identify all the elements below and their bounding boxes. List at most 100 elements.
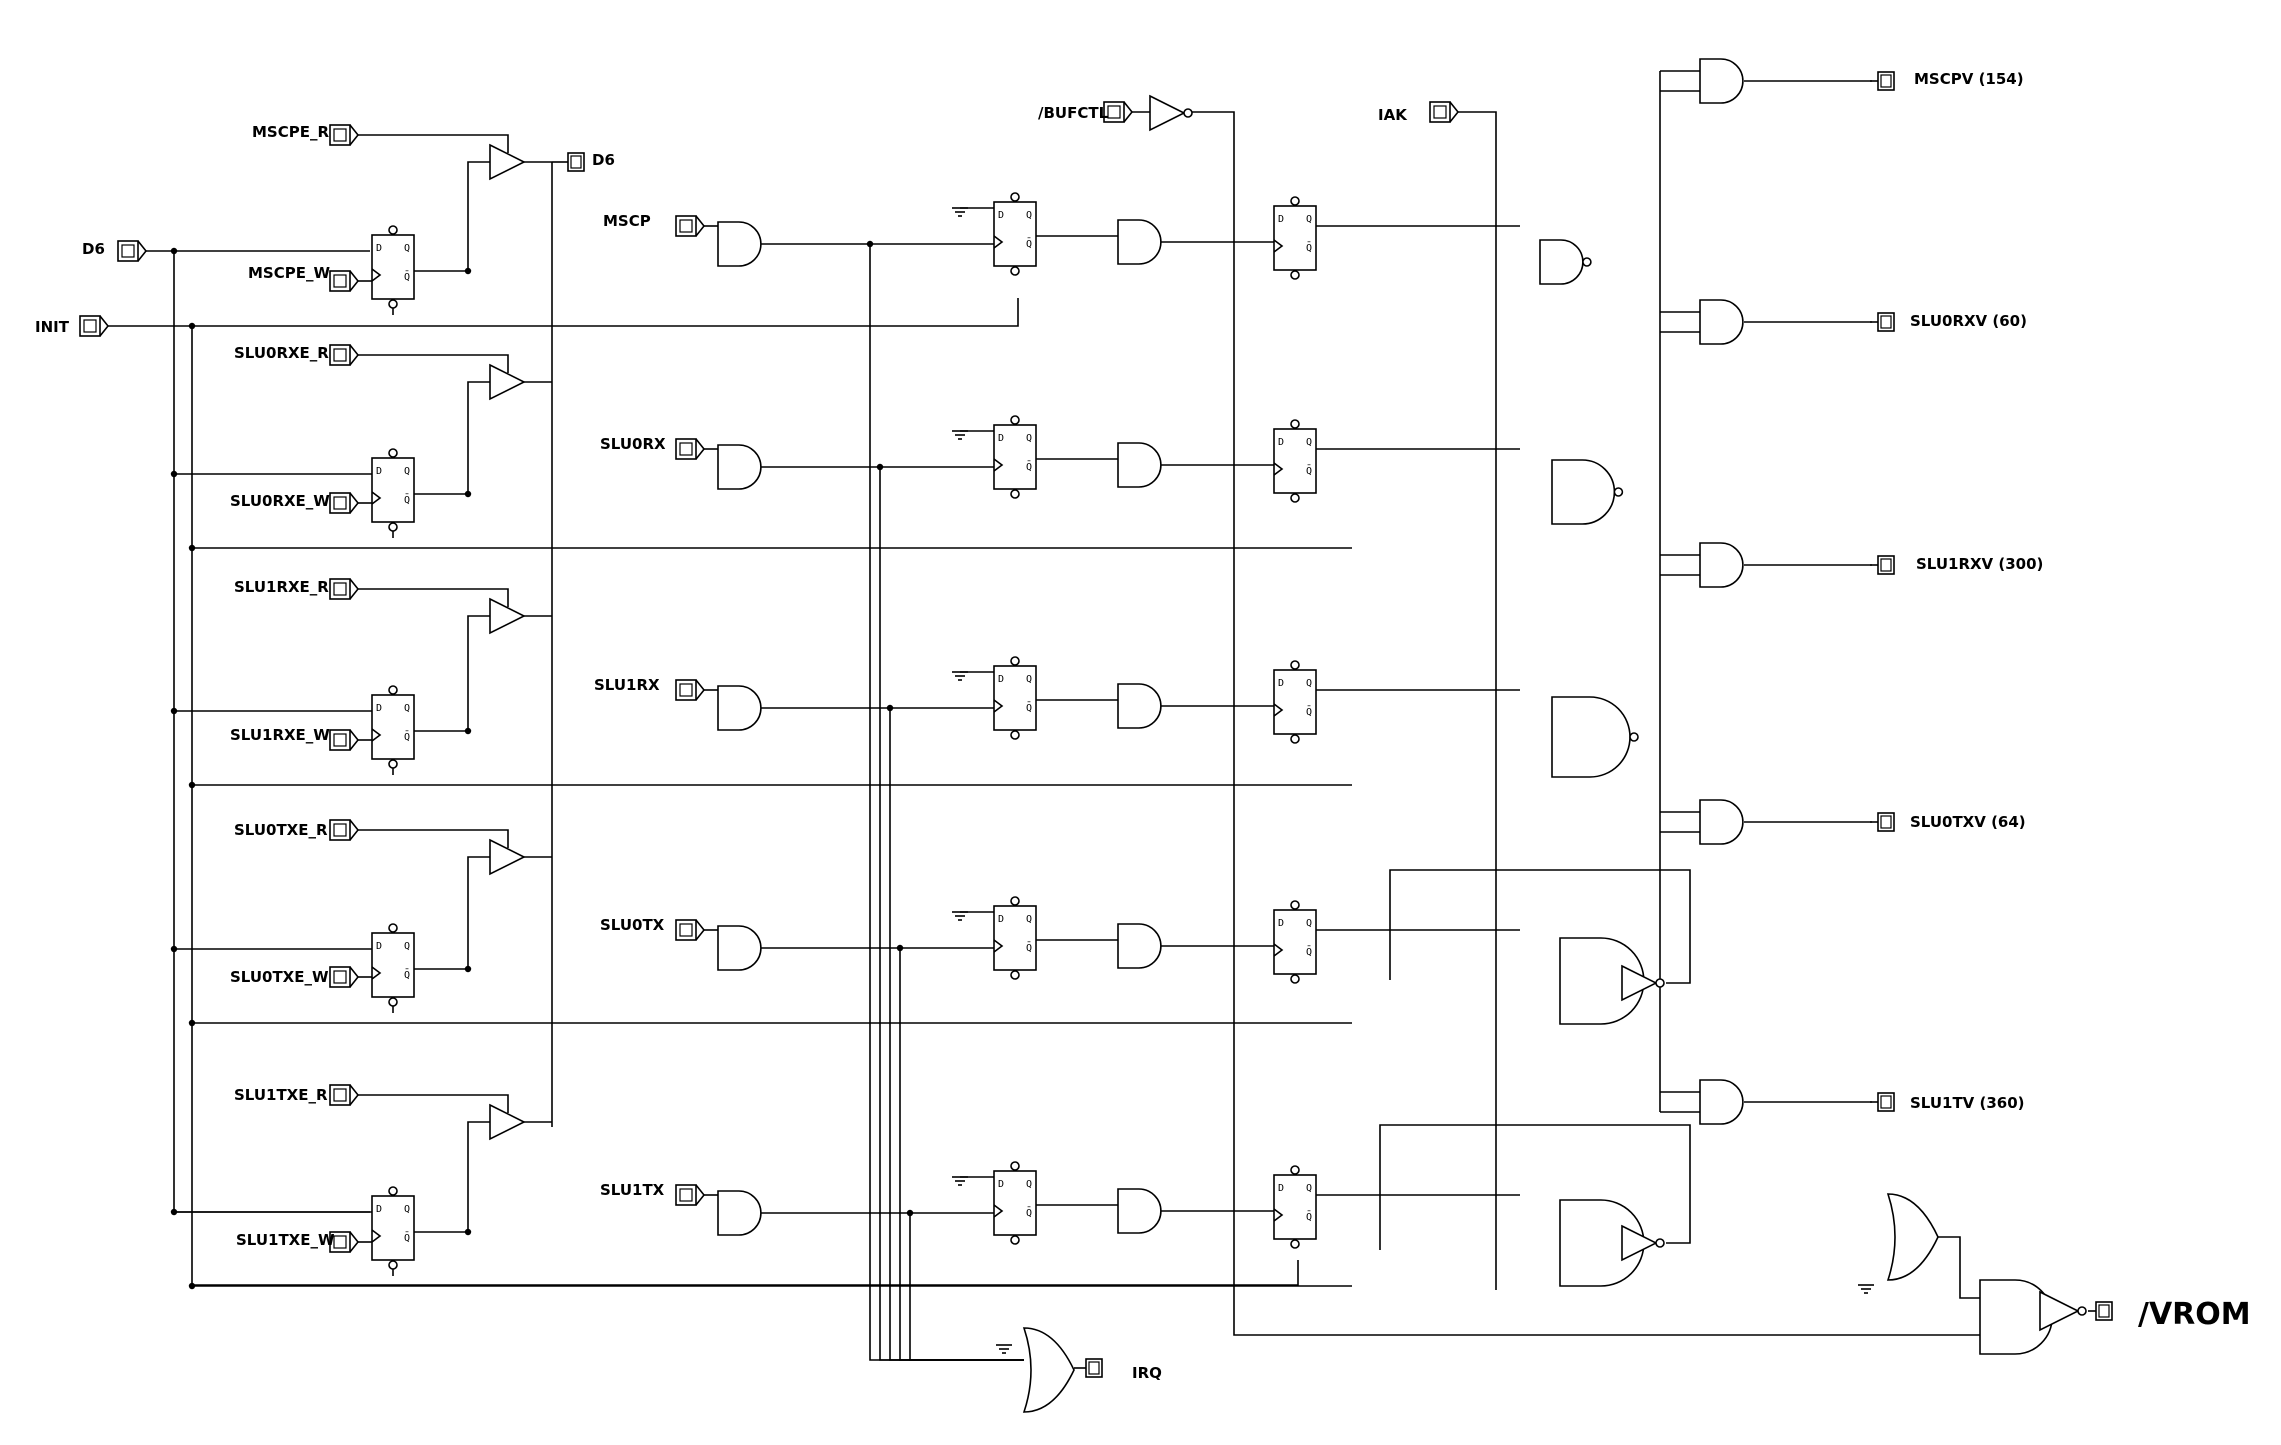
label-row-write: MSCPE_W bbox=[248, 264, 330, 282]
svg-text:D: D bbox=[1278, 1183, 1284, 1194]
port-read-enable bbox=[329, 819, 360, 841]
port-write-enable bbox=[329, 492, 360, 514]
priority-inverter bbox=[1621, 964, 1665, 1002]
svg-text:Q̄: Q̄ bbox=[1306, 241, 1312, 254]
port-read-enable bbox=[329, 124, 360, 146]
svg-text:D: D bbox=[998, 674, 1004, 685]
vector-and-gate bbox=[1699, 799, 1744, 845]
svg-text:Q̄: Q̄ bbox=[1026, 701, 1032, 714]
request-and-gate bbox=[717, 685, 762, 731]
svg-text:Q̄: Q̄ bbox=[1306, 945, 1312, 958]
junction-dot bbox=[170, 470, 178, 478]
vector-and-gate bbox=[1699, 1079, 1744, 1125]
readback-buffer bbox=[489, 363, 526, 401]
wire bbox=[358, 829, 509, 848]
priority-nand-gate bbox=[1551, 459, 1624, 525]
wire bbox=[358, 1094, 509, 1113]
port-vector-output bbox=[1870, 312, 1895, 332]
wire bbox=[414, 161, 490, 272]
junction-dot bbox=[170, 945, 178, 953]
request-and-gate bbox=[717, 444, 762, 490]
junction-dot bbox=[896, 944, 904, 952]
svg-text:Q̄: Q̄ bbox=[404, 270, 410, 283]
sync-flipflop: D Q Q̄ bbox=[1273, 900, 1317, 984]
wire bbox=[1379, 1124, 1691, 1250]
label-iak: IAK bbox=[1378, 106, 1408, 124]
label-row-write: SLU0RXE_W bbox=[230, 492, 330, 510]
svg-text:D: D bbox=[1278, 918, 1284, 929]
label-vrom: /VROM bbox=[2138, 1297, 2251, 1332]
junction-dot bbox=[886, 704, 894, 712]
label-row-output: SLU0TXV (64) bbox=[1910, 813, 2026, 831]
svg-text:D: D bbox=[998, 210, 1004, 221]
label-row-output: SLU0RXV (60) bbox=[1910, 312, 2027, 330]
port-vector-output bbox=[1870, 812, 1895, 832]
ground-symbol bbox=[952, 430, 968, 440]
port-request-source bbox=[675, 679, 706, 701]
wire bbox=[1389, 869, 1691, 984]
svg-text:Q: Q bbox=[1306, 918, 1312, 929]
sync-and-gate bbox=[1117, 683, 1162, 729]
bufctl-inverter bbox=[1149, 94, 1193, 132]
svg-text:Q̄: Q̄ bbox=[1026, 1206, 1032, 1219]
label-row-output: SLU1RXV (300) bbox=[1916, 555, 2043, 573]
label-row-write: SLU1RXE_W bbox=[230, 726, 330, 744]
junction-dot bbox=[188, 781, 196, 789]
readback-buffer bbox=[489, 597, 526, 635]
junction-dot bbox=[866, 240, 874, 248]
junction-dot bbox=[464, 1228, 472, 1236]
vector-and-gate bbox=[1699, 58, 1744, 104]
svg-text:Q̄: Q̄ bbox=[404, 493, 410, 506]
port-d6-out bbox=[560, 152, 585, 172]
wire bbox=[1192, 111, 1980, 1336]
port-write-enable bbox=[329, 1231, 360, 1253]
ground-symbol bbox=[952, 207, 968, 217]
label-row-source: MSCP bbox=[603, 212, 651, 230]
wire bbox=[909, 1213, 1024, 1361]
svg-text:Q: Q bbox=[404, 703, 410, 714]
label-d6-input: D6 bbox=[82, 240, 105, 258]
port-irq bbox=[1078, 1358, 1103, 1378]
priority-nand-gate bbox=[1539, 239, 1592, 285]
port-read-enable bbox=[329, 344, 360, 366]
readback-buffer bbox=[489, 838, 526, 876]
svg-text:Q̄: Q̄ bbox=[404, 968, 410, 981]
svg-text:Q̄: Q̄ bbox=[1026, 941, 1032, 954]
readback-buffer bbox=[489, 143, 526, 181]
wire bbox=[414, 856, 490, 970]
port-read-enable bbox=[329, 578, 360, 600]
label-row-read: SLU0RXE_R bbox=[234, 344, 329, 362]
wire bbox=[1938, 1236, 1980, 1299]
svg-text:Q̄: Q̄ bbox=[404, 730, 410, 743]
svg-text:D: D bbox=[998, 914, 1004, 925]
sync-and-gate bbox=[1117, 1188, 1162, 1234]
svg-text:Q: Q bbox=[1306, 214, 1312, 225]
port-write-enable bbox=[329, 270, 360, 292]
label-bufctl: /BUFCTL bbox=[1038, 104, 1109, 122]
svg-text:D: D bbox=[376, 466, 382, 477]
junction-dot bbox=[876, 463, 884, 471]
svg-text:Q: Q bbox=[1026, 210, 1032, 221]
junction-dot bbox=[188, 322, 196, 330]
label-row-read: SLU0TXE_R bbox=[234, 821, 328, 839]
ground-symbol bbox=[952, 1176, 968, 1186]
wires bbox=[108, 70, 2040, 1369]
port-vrom bbox=[2088, 1301, 2113, 1321]
junction-dot bbox=[188, 1282, 196, 1290]
port-read-enable bbox=[329, 1084, 360, 1106]
readback-buffer bbox=[489, 1103, 526, 1141]
vrom-inverter bbox=[2039, 1290, 2087, 1332]
priority-inverter bbox=[1621, 1224, 1665, 1262]
svg-text:Q: Q bbox=[404, 243, 410, 254]
junction-dot bbox=[188, 544, 196, 552]
wire bbox=[414, 381, 490, 495]
port-iak bbox=[1429, 101, 1460, 123]
svg-text:Q: Q bbox=[404, 1204, 410, 1215]
junction-dot bbox=[464, 727, 472, 735]
